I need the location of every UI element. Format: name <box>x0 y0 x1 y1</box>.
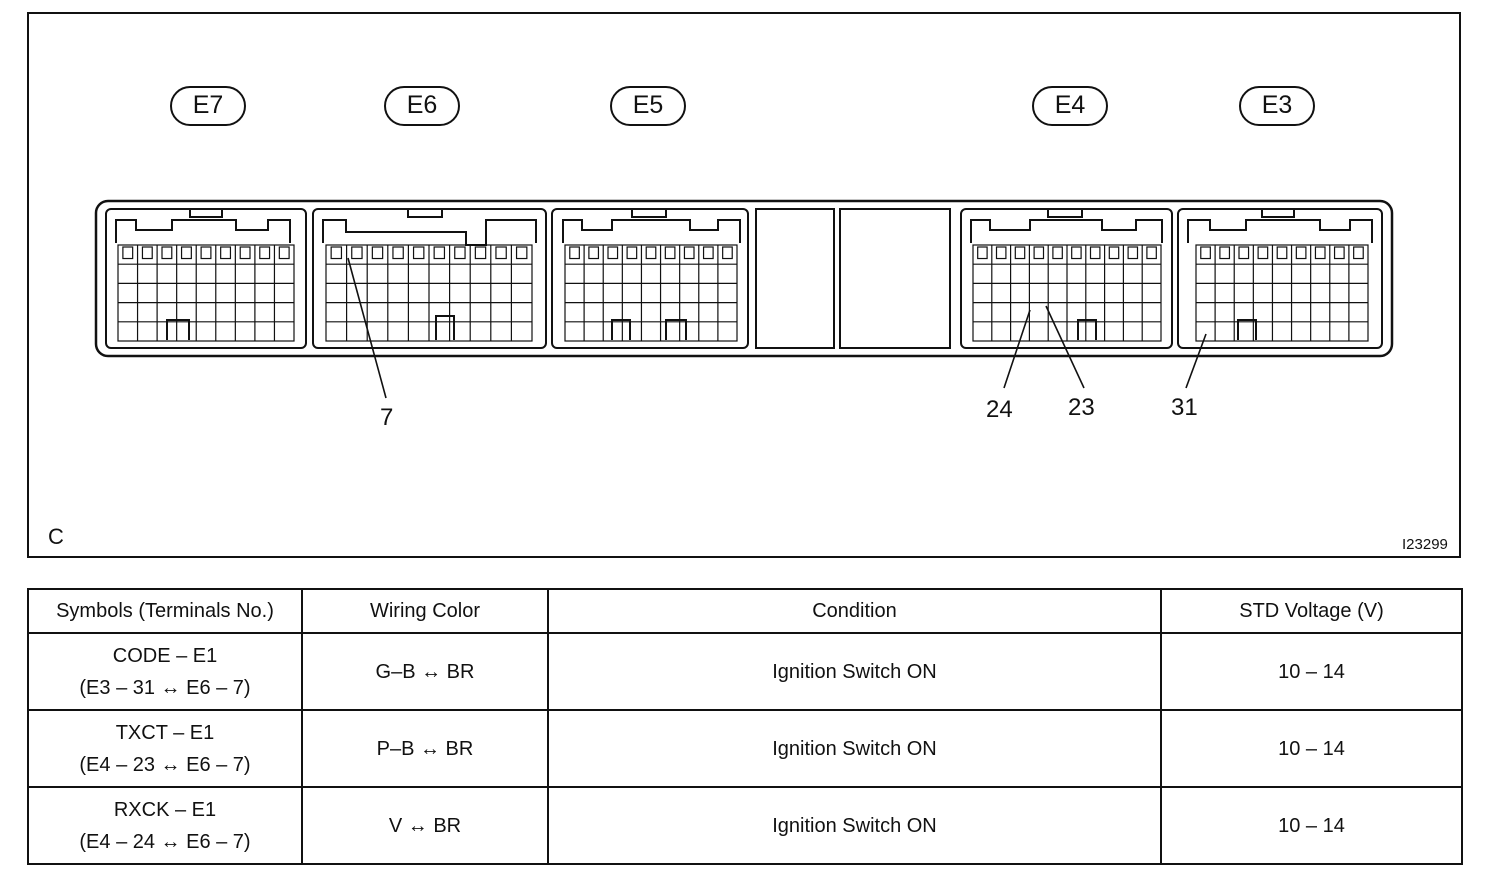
header-wiring-color: Wiring Color <box>301 588 549 634</box>
terminal-pair: (E3 – 31 ↔ E6 – 7) <box>79 676 251 699</box>
blank-slot-right <box>839 208 951 349</box>
wiring-color-cell: P–B ↔ BR <box>301 709 549 788</box>
table-row: RXCK – E1 (E4 – 24 ↔ E6 – 7) V ↔ BR Igni… <box>27 786 1463 865</box>
condition-cell: Ignition Switch ON <box>547 709 1162 788</box>
terminal-pair: (E4 – 23 ↔ E6 – 7) <box>79 753 251 776</box>
connector-shell-e3 <box>1177 208 1383 349</box>
table-row: CODE – E1 (E3 – 31 ↔ E6 – 7) G–B ↔ BR Ig… <box>27 632 1463 711</box>
connector-label-e6: E6 <box>406 91 438 119</box>
symbol-cell: CODE – E1 (E3 – 31 ↔ E6 – 7) <box>27 632 303 711</box>
wiring-color-cell: V ↔ BR <box>301 786 549 865</box>
condition-cell: Ignition Switch ON <box>547 786 1162 865</box>
connector-oval-e3 <box>1239 86 1315 126</box>
connector-label-e5: E5 <box>632 91 664 119</box>
connector-oval-e6 <box>384 86 460 126</box>
pin-grid-e4 <box>972 244 1162 342</box>
figure-id: I23299 <box>1402 536 1448 553</box>
terminal-callout-7: 7 <box>380 404 394 431</box>
symbol-name: TXCT – E1 <box>115 721 215 744</box>
header-symbols: Symbols (Terminals No.) <box>27 588 303 634</box>
table-row: TXCT – E1 (E4 – 23 ↔ E6 – 7) P–B ↔ BR Ig… <box>27 709 1463 788</box>
blank-slot-left <box>755 208 835 349</box>
terminal-voltage-table: Symbols (Terminals No.) Wiring Color Con… <box>27 588 1463 865</box>
table-header-row: Symbols (Terminals No.) Wiring Color Con… <box>27 588 1463 634</box>
pin-grid-e3 <box>1195 244 1369 342</box>
terminal-callout-23: 23 <box>1068 394 1095 421</box>
connector-oval-e7 <box>170 86 246 126</box>
diagram-frame <box>27 12 1461 558</box>
connector-label-e3: E3 <box>1261 91 1293 119</box>
leader-line-31 <box>1185 333 1207 389</box>
pin-grid-e7 <box>117 244 295 342</box>
voltage-cell: 10 – 14 <box>1160 786 1463 865</box>
terminal-callout-31: 31 <box>1171 394 1198 421</box>
terminal-callout-24: 24 <box>986 396 1013 423</box>
symbol-name: CODE – E1 <box>112 644 218 667</box>
ecu-housing <box>94 199 1394 358</box>
leader-line-24 <box>1003 309 1031 389</box>
connector-label-e4: E4 <box>1054 91 1086 119</box>
terminal-pair: (E4 – 24 ↔ E6 – 7) <box>79 830 251 853</box>
voltage-cell: 10 – 14 <box>1160 632 1463 711</box>
condition-cell: Ignition Switch ON <box>547 632 1162 711</box>
header-std-voltage: STD Voltage (V) <box>1160 588 1463 634</box>
ecu-connector-drawing <box>94 86 1394 399</box>
connector-oval-e4 <box>1032 86 1108 126</box>
leader-line-7 <box>347 257 387 399</box>
figure-corner-letter: C <box>48 524 64 549</box>
connector-label-e7: E7 <box>192 91 224 119</box>
symbol-name: RXCK – E1 <box>113 798 217 821</box>
wiring-color-cell: G–B ↔ BR <box>301 632 549 711</box>
leader-line-23 <box>1045 305 1085 389</box>
connector-oval-e5 <box>610 86 686 126</box>
voltage-cell: 10 – 14 <box>1160 709 1463 788</box>
symbol-cell: TXCT – E1 (E4 – 23 ↔ E6 – 7) <box>27 709 303 788</box>
symbol-cell: RXCK – E1 (E4 – 24 ↔ E6 – 7) <box>27 786 303 865</box>
header-condition: Condition <box>547 588 1162 634</box>
pin-grid-e5 <box>564 244 738 342</box>
